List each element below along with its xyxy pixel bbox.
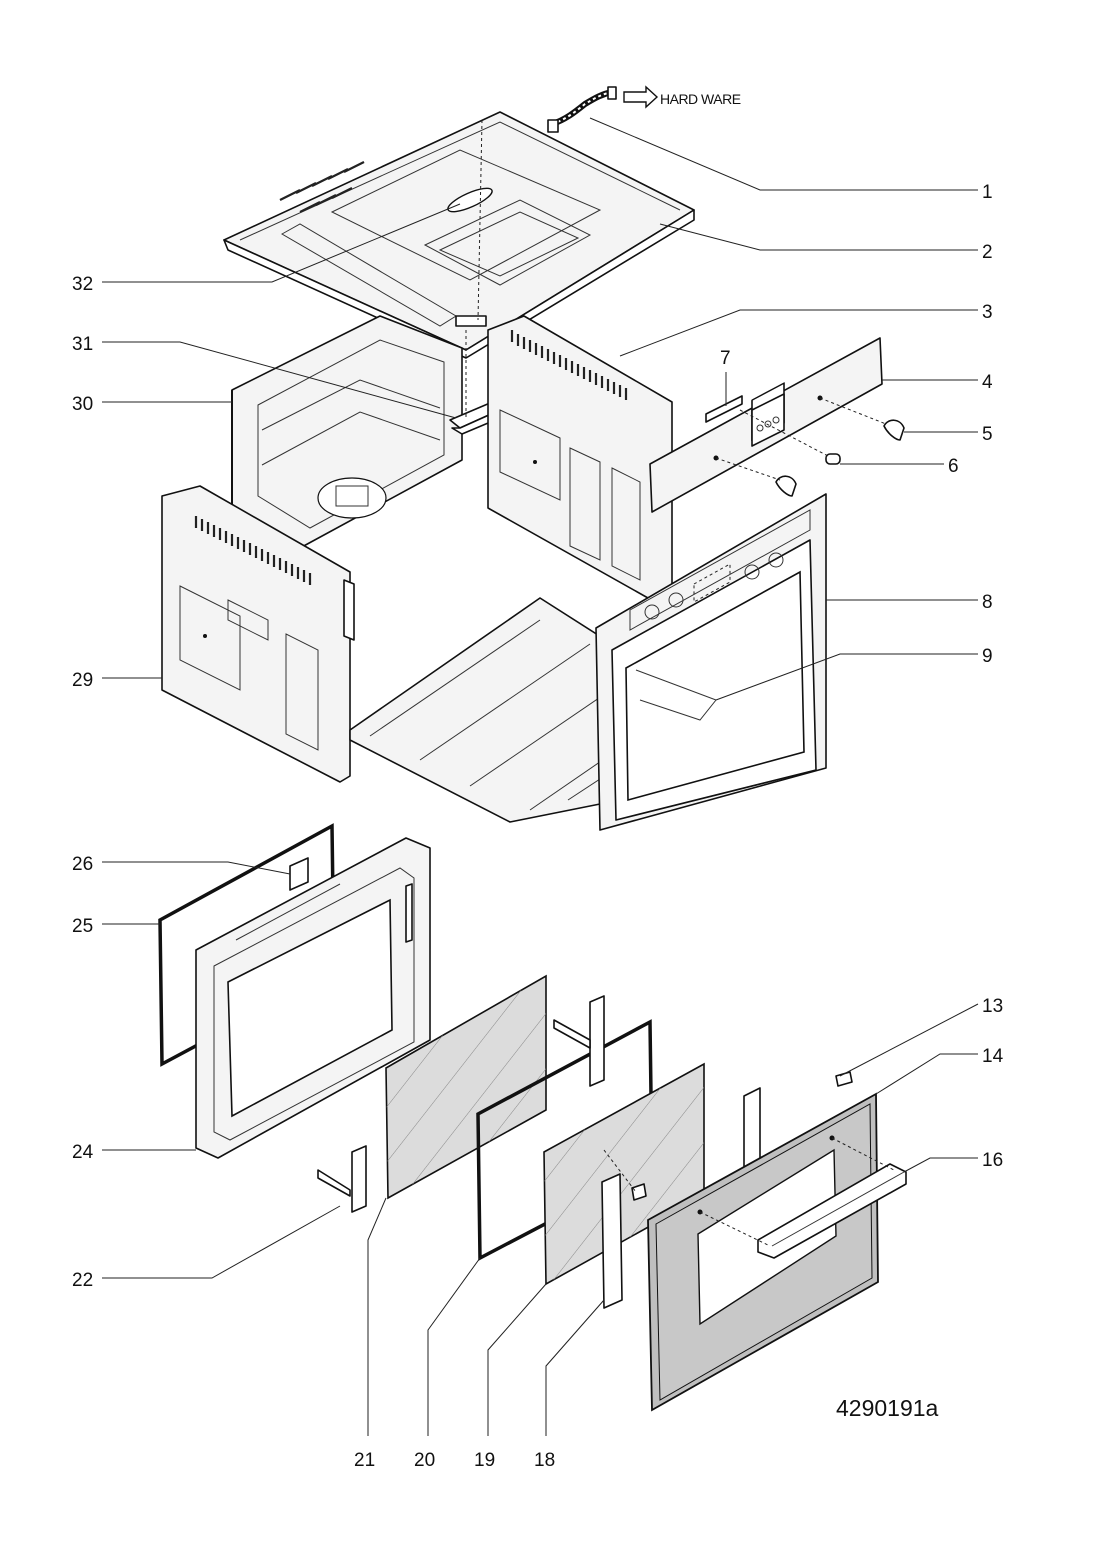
door-side-trim-part: [601, 1173, 623, 1309]
callout-19: 19: [474, 1450, 495, 1471]
callout-13: 13: [982, 996, 1003, 1017]
wire-harness-part: [547, 86, 617, 133]
callout-30: 30: [72, 394, 93, 415]
callout-24: 24: [72, 1142, 94, 1163]
right-side-panel-part: [487, 315, 673, 599]
switch-part: [825, 453, 841, 465]
clip-part: [289, 857, 309, 891]
callout-20: 20: [414, 1450, 435, 1471]
hinge-right-part: [553, 995, 605, 1087]
callout-2: 2: [982, 242, 993, 263]
callout-labels: 1 2 3 4 5 6 7 8 9 13 14 16 18 19 20 21 2…: [72, 182, 1004, 1471]
inner-glass-part: [385, 974, 547, 1200]
callout-7: 7: [720, 348, 731, 369]
callout-21: 21: [354, 1450, 375, 1471]
left-side-panel-part: [161, 485, 355, 783]
back-panel-part: [231, 315, 463, 549]
hardware-label: HARD WARE: [660, 91, 741, 107]
inner-door-frame-part: [195, 837, 431, 1159]
callout-3: 3: [982, 302, 993, 323]
top-panel-part: [223, 111, 695, 359]
knob-right-part: [883, 419, 905, 441]
callout-9: 9: [982, 646, 993, 667]
leader-lines: [102, 117, 979, 1436]
callout-8: 8: [982, 592, 993, 613]
callout-1: 1: [982, 182, 993, 203]
callout-16: 16: [982, 1150, 1003, 1171]
callout-25: 25: [72, 916, 93, 937]
callout-29: 29: [72, 670, 93, 691]
callout-32: 32: [72, 274, 93, 295]
screw-part: [631, 1183, 647, 1201]
door-handle-part: [757, 1163, 907, 1259]
hardware-arrow-icon: [623, 85, 659, 109]
callout-22: 22: [72, 1270, 93, 1291]
door-top-trim-part: [743, 1087, 761, 1171]
callout-14: 14: [982, 1046, 1004, 1067]
control-panel-part: [649, 337, 883, 513]
callout-5: 5: [982, 424, 993, 445]
hinge-left-part: [317, 1145, 367, 1213]
document-number: 4290191a: [836, 1395, 939, 1421]
front-frame-part: [595, 493, 827, 831]
callout-26: 26: [72, 854, 93, 875]
callout-31: 31: [72, 334, 93, 355]
callout-18: 18: [534, 1450, 555, 1471]
knob-left-part: [775, 475, 797, 497]
callout-4: 4: [982, 372, 993, 393]
callout-6: 6: [948, 456, 959, 477]
